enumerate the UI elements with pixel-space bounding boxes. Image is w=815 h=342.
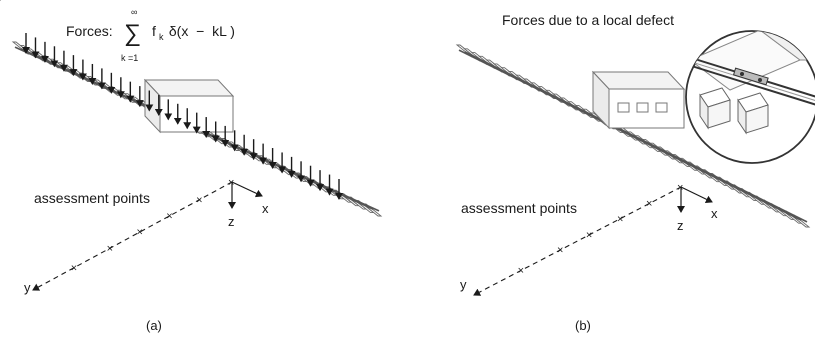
panel-a: Forces: ∑ ∞ k =1 f k δ(x − kL ) × × × × × × x… bbox=[11, 7, 383, 333]
sum-symbol: ∑ bbox=[124, 20, 141, 47]
assessment-points-label: assessment points bbox=[34, 190, 150, 206]
assessment-point-marker: × bbox=[586, 230, 592, 242]
x-axis-arrow bbox=[680, 186, 713, 203]
sum-upper-limit: ∞ bbox=[131, 7, 137, 17]
axis-label-y: y bbox=[460, 277, 467, 292]
train-car-b bbox=[591, 70, 686, 130]
assessment-points-b: × × × × × × bbox=[518, 182, 684, 277]
assessment-point-marker: × bbox=[136, 227, 142, 239]
assessment-points-label: assessment points bbox=[461, 200, 577, 216]
assessment-point-marker: × bbox=[166, 210, 172, 222]
summand-subscript: k bbox=[159, 32, 164, 42]
panel-b: Forces due to a local defect bbox=[455, 12, 815, 333]
rail bbox=[464, 51, 808, 223]
axis-label-z: z bbox=[677, 218, 684, 233]
assessment-point-marker: × bbox=[557, 245, 563, 257]
caption-a: (a) bbox=[146, 318, 162, 333]
force-formula: Forces: ∑ ∞ k =1 f k δ(x − kL ) bbox=[66, 7, 235, 63]
panel-b-title: Forces due to a local defect bbox=[502, 12, 674, 28]
assessment-point-marker: × bbox=[228, 177, 234, 189]
axis-label-x: x bbox=[262, 201, 269, 216]
car-window bbox=[617, 102, 630, 113]
track-b bbox=[455, 44, 811, 228]
assessment-point-marker: × bbox=[677, 182, 683, 194]
defect-magnifier bbox=[685, 30, 815, 164]
assessment-point-marker: × bbox=[196, 194, 202, 206]
assessment-point-marker: × bbox=[617, 213, 623, 225]
assessment-point-marker: × bbox=[646, 198, 652, 210]
forces-label: Forces: bbox=[66, 23, 113, 39]
car-window bbox=[655, 102, 668, 113]
car-window bbox=[636, 102, 649, 113]
assessment-point-marker: × bbox=[518, 265, 524, 277]
axis-label-x: x bbox=[711, 206, 718, 221]
axis-label-y: y bbox=[24, 280, 31, 295]
axes-a: × × × × × × x z y assessment points bbox=[24, 177, 269, 295]
force-arrows-a bbox=[22, 33, 343, 200]
assessment-points-a: × × × × × × bbox=[71, 177, 235, 274]
y-axis-dashed bbox=[32, 181, 233, 291]
y-axis-dashed bbox=[473, 186, 682, 296]
caption-b: (b) bbox=[575, 318, 591, 333]
x-axis-arrow bbox=[231, 181, 263, 198]
sum-lower-limit: k =1 bbox=[121, 53, 138, 63]
summand-f: f bbox=[152, 23, 156, 39]
axes-b: × × × × × × x z y assessment points bbox=[460, 182, 718, 296]
assessment-point-marker: × bbox=[71, 262, 77, 274]
rail bbox=[458, 49, 802, 221]
axis-label-z: z bbox=[228, 214, 235, 229]
summand-rest: δ(x − kL ) bbox=[165, 23, 235, 39]
assessment-point-marker: × bbox=[107, 243, 113, 255]
